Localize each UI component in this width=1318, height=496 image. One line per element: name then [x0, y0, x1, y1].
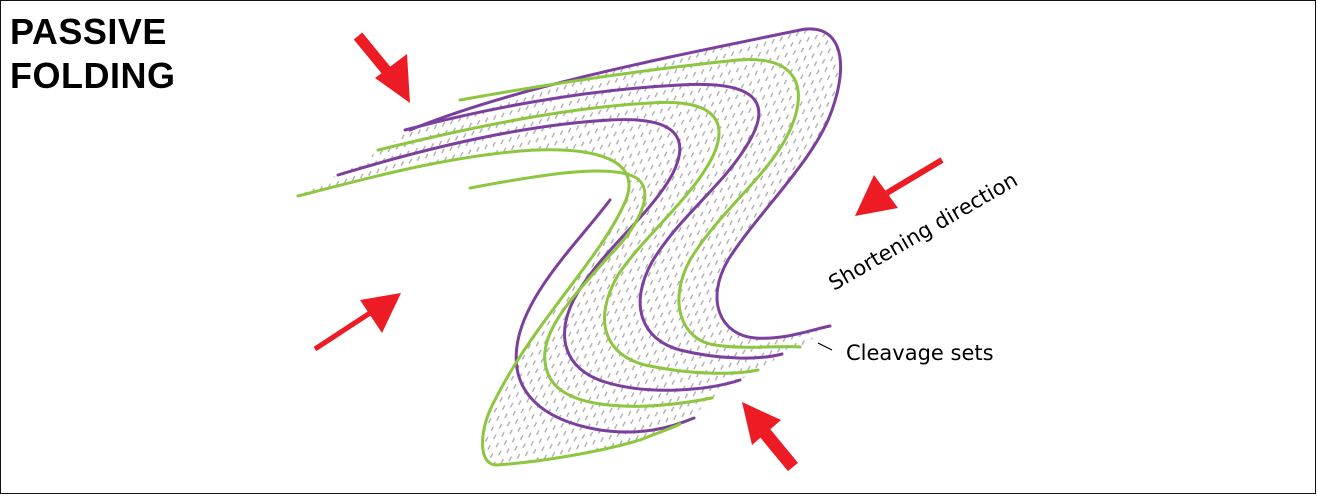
- shortening-arrow-left: [313, 293, 401, 352]
- title-line-2: FOLDING: [10, 55, 176, 96]
- layer-purple-4: [514, 198, 696, 434]
- cleavage-sets-label: Cleavage sets: [846, 341, 994, 365]
- layer-green-1: [458, 58, 802, 349]
- shortening-arrow-right: [855, 157, 944, 216]
- layer-green-2: [376, 100, 760, 375]
- page-title: PASSIVE FOLDING: [10, 10, 175, 98]
- title-line-1: PASSIVE: [10, 11, 167, 52]
- shortening-arrow-top-left: [353, 32, 410, 103]
- layer-green-3: [468, 169, 714, 408]
- layer-purple-2: [403, 82, 784, 360]
- shortening-arrow-bottom: [742, 402, 799, 472]
- layer-purple-outer: [408, 27, 843, 340]
- shortening-direction-label: Shortening direction: [825, 168, 1022, 296]
- cleavage-leader-line: [817, 342, 833, 351]
- cleavage-fill: [298, 28, 841, 466]
- layer-purple-3: [336, 118, 742, 392]
- layer-green-outer: [296, 148, 682, 467]
